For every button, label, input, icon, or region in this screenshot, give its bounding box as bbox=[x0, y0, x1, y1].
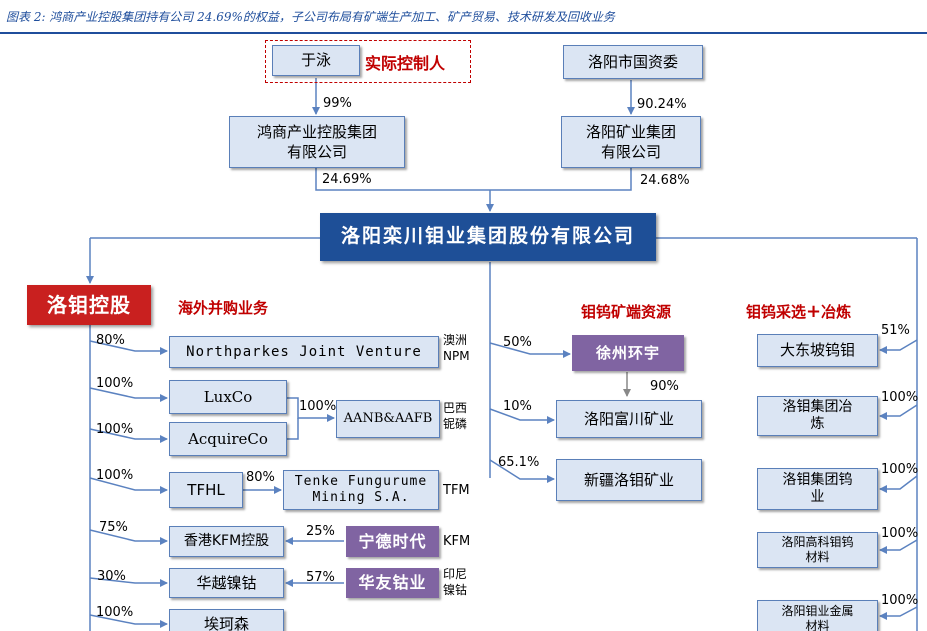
node-aanb: AANB&AAFB bbox=[336, 400, 440, 438]
actual-controller-frame bbox=[265, 40, 471, 83]
edge-tfhl bbox=[89, 477, 168, 494]
pct-dadongpo: 51% bbox=[881, 323, 910, 338]
note-kfm: KFM bbox=[443, 534, 471, 549]
edge-acquireco bbox=[89, 428, 168, 443]
pct-xinjiang: 65.1% bbox=[498, 455, 540, 470]
node-fuchuan: 洛阳富川矿业 bbox=[556, 400, 702, 438]
node-huayue: 华越镍钴 bbox=[169, 568, 284, 598]
pct-sasac-mining: 90.24% bbox=[637, 97, 687, 112]
node-dadongpo: 大东坡钨钼 bbox=[757, 334, 878, 367]
node-luoyang-sasac: 洛阳市国资委 bbox=[563, 45, 703, 79]
caption-rule bbox=[0, 32, 927, 34]
pct-gaoke: 100% bbox=[881, 526, 919, 541]
node-ningde: 宁德时代 bbox=[346, 526, 439, 557]
node-cmoc: 洛阳栾川钼业集团股份有限公司 bbox=[320, 213, 656, 261]
section-smelting-prefix: 钼钨采选 bbox=[746, 303, 807, 321]
edge-hk-kfm bbox=[89, 529, 168, 545]
edge-fuchuan bbox=[489, 408, 555, 424]
edge-yelian bbox=[879, 404, 918, 420]
pct-wuye: 100% bbox=[881, 462, 919, 477]
node-yuyong: 于泳 bbox=[272, 45, 360, 76]
pct-hongshang-cmoc: 24.69% bbox=[322, 172, 372, 187]
node-tenke: Tenke Fungurume Mining S.A. bbox=[283, 470, 439, 510]
edge-luxco bbox=[89, 387, 168, 402]
edge-huayue bbox=[89, 577, 168, 587]
pct-yuyong-hongshang: 99% bbox=[323, 96, 352, 111]
pct-ikeson: 100% bbox=[96, 605, 134, 620]
node-luxco: LuxCo bbox=[169, 380, 287, 414]
pct-northparkes: 80% bbox=[96, 333, 125, 348]
pct-huayou-huayue: 57% bbox=[306, 570, 335, 585]
pct-huayue: 30% bbox=[97, 569, 126, 584]
node-tfhl: TFHL bbox=[169, 472, 243, 508]
figure-caption: 图表 2: 鸿商产业控股集团持有公司 24.69%的权益，子公司布局有矿端生产加… bbox=[6, 10, 615, 24]
section-smelting: 钼钨采选+冶炼 bbox=[746, 301, 851, 322]
pct-mining-cmoc: 24.68% bbox=[640, 173, 690, 188]
note-npm: 澳洲 NPM bbox=[443, 333, 470, 364]
pct-aanb: 100% bbox=[299, 399, 337, 414]
note-brazil: 巴西 铌磷 bbox=[443, 401, 468, 432]
edge-mining-cmoc bbox=[490, 168, 632, 191]
pct-acquireco: 100% bbox=[96, 422, 134, 437]
edge-dadongpo bbox=[879, 339, 918, 354]
node-xuzhou: 徐州环宇 bbox=[572, 335, 684, 371]
pct-yelian: 100% bbox=[881, 390, 919, 405]
note-indonesia: 印尼 镍钴 bbox=[443, 567, 468, 598]
edge-jinshu bbox=[879, 606, 918, 620]
pct-luxco: 100% bbox=[96, 376, 134, 391]
pct-tenke: 80% bbox=[246, 470, 275, 485]
edge-xuzhou bbox=[489, 342, 571, 358]
edge-xinjiang bbox=[489, 459, 555, 483]
node-cmoc-holding: 洛钼控股 bbox=[27, 285, 151, 325]
actual-controller-label: 实际控制人 bbox=[365, 54, 446, 73]
edge-northparkes bbox=[89, 340, 168, 355]
node-gaoke: 洛阳高科钼钨 材料 bbox=[757, 532, 878, 568]
node-hk-kfm: 香港KFM控股 bbox=[169, 526, 284, 557]
edge-acquireco-aanb bbox=[287, 418, 299, 440]
edge-wuye bbox=[879, 475, 918, 493]
section-smelting-suffix: 冶炼 bbox=[821, 303, 852, 321]
node-huayou: 华友钴业 bbox=[346, 568, 439, 598]
node-acquireco: AcquireCo bbox=[169, 422, 287, 456]
pct-fuchuan: 10% bbox=[503, 399, 532, 414]
node-hongshang: 鸿商产业控股集团 有限公司 bbox=[229, 116, 405, 168]
node-northparkes: Northparkes Joint Venture bbox=[169, 336, 439, 368]
pct-hk-kfm: 75% bbox=[99, 520, 128, 535]
section-overseas: 海外并购业务 bbox=[178, 299, 269, 317]
edge-hongshang-cmoc bbox=[315, 168, 490, 191]
pct-xuzhou-fuchuan: 90% bbox=[650, 379, 679, 394]
node-yelian: 洛钼集团冶 炼 bbox=[757, 396, 878, 436]
pct-xuzhou: 50% bbox=[503, 335, 532, 350]
node-luoyang-mining: 洛阳矿业集团 有限公司 bbox=[561, 116, 701, 168]
pct-ningde-kfm: 25% bbox=[306, 524, 335, 539]
node-jinshu: 洛阳钼业金属 材料 bbox=[757, 600, 878, 631]
note-tfm: TFM bbox=[443, 483, 470, 498]
node-wuye: 洛钼集团钨 业 bbox=[757, 468, 878, 510]
node-xinjiang: 新疆洛钼矿业 bbox=[556, 459, 702, 501]
pct-tfhl: 100% bbox=[96, 468, 134, 483]
edge-luxco-aanb bbox=[287, 397, 335, 422]
pct-jinshu: 100% bbox=[881, 593, 919, 608]
edge-ikeson bbox=[89, 614, 168, 628]
node-ikeson: 埃珂森 bbox=[169, 609, 284, 631]
edge-gaoke bbox=[879, 539, 918, 554]
section-smelting-plus: + bbox=[806, 301, 822, 322]
section-mining: 钼钨矿端资源 bbox=[581, 303, 672, 321]
